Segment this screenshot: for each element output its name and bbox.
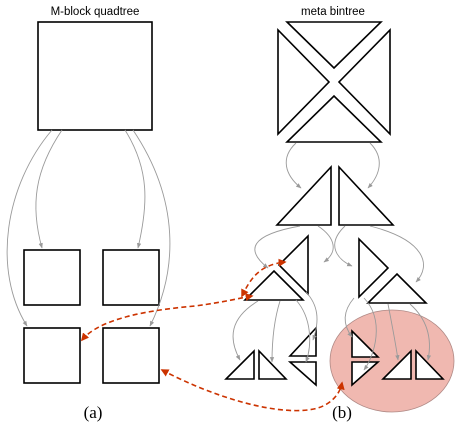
bintree-leaf-triangle-8: [415, 349, 445, 380]
quadtree-child-block-top-right: [102, 249, 160, 306]
bintree-leaf-triangle-4: [287, 361, 317, 387]
quadtree-child-block-bottom-left: [23, 327, 81, 384]
root-triangle-bottom: [285, 94, 383, 143]
bintree-title: meta bintree: [301, 6, 365, 18]
bintree-leaf-triangle-6: [351, 361, 381, 387]
bintree-level2-triangle-a: [277, 234, 309, 296]
bintree-level2-triangle-c: [358, 237, 390, 299]
highlight-ellipse: [329, 309, 455, 413]
root-triangle-left: [277, 28, 331, 136]
bintree-leaf-triangle-3: [288, 325, 317, 357]
quadtree-child-block-bottom-right: [102, 327, 160, 384]
bintree-level1-left-triangle: [275, 164, 332, 226]
bintree-level2-triangle-d: [366, 272, 428, 304]
link-bintree-a-to-b: [241, 258, 287, 298]
bintree-leaf-triangle-1: [224, 349, 255, 380]
caption-a: (a): [84, 403, 103, 422]
link-quadtree-to-bintree-bottom: [160, 369, 345, 412]
quadtree-edges: [6, 129, 171, 327]
correspondence-links: [80, 258, 345, 412]
quadtree-title: M-block quadtree: [51, 6, 140, 18]
bintree-root-square: [277, 21, 391, 143]
bintree-level1-right-triangle: [338, 164, 395, 226]
root-triangle-top: [285, 21, 383, 70]
link-quadtree-to-bintree-top: [80, 293, 254, 342]
quadtree-child-block-top-left: [23, 249, 81, 306]
quadtree-root-block: [37, 21, 153, 131]
bintree-leaf-triangle-7: [381, 349, 412, 380]
caption-b: (b): [332, 403, 352, 422]
bintree-leaf-triangle-5: [351, 329, 380, 358]
root-triangle-right: [337, 28, 391, 136]
